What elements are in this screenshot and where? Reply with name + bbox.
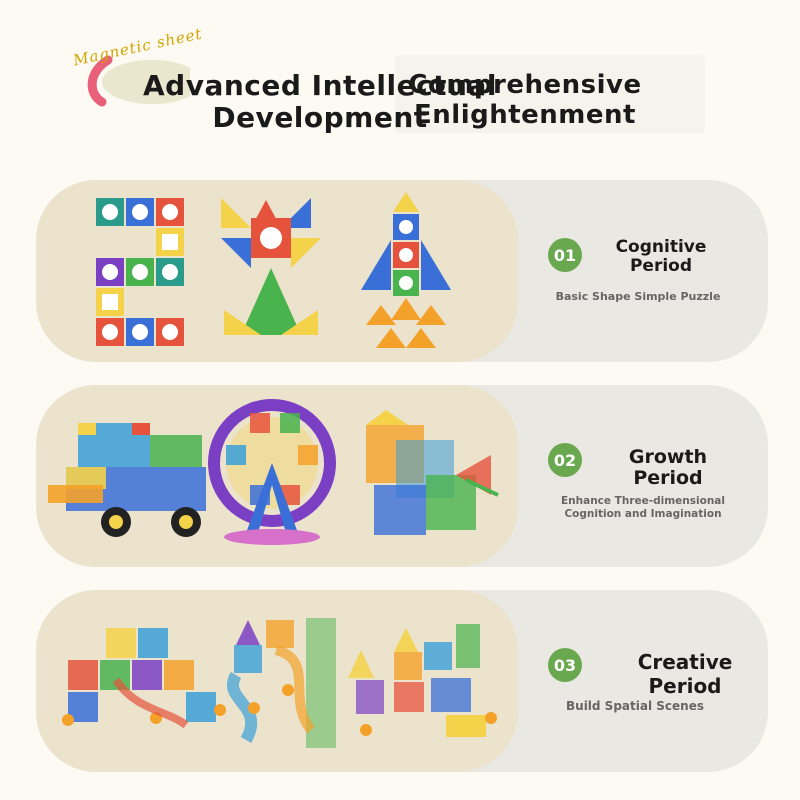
stage-image-panel — [36, 180, 518, 362]
ferris-wheel-build — [208, 399, 336, 545]
stage-info: 01 Cognitive Period Basic Shape Simple P… — [540, 180, 768, 362]
stage-1-illustration — [96, 192, 451, 348]
stage-card-creative: 03 Creative Period Build Spatial Scenes — [36, 590, 768, 772]
stage-info: 03 Creative Period Build Spatial Scenes — [540, 590, 768, 772]
stage-title: Growth Period — [628, 446, 708, 489]
stage-title: Creative Period — [637, 650, 733, 698]
stage-info: 02 Growth Period Enhance Three-dimension… — [540, 385, 768, 567]
stage-description: Enhance Three-dimensional Cognition and … — [561, 495, 725, 520]
stage-card-cognitive: 01 Cognitive Period Basic Shape Simple P… — [36, 180, 768, 362]
page-title-left: Advanced Intellectual Development — [143, 69, 497, 134]
castle-scene-build — [348, 624, 497, 737]
stage-title: Cognitive Period — [615, 237, 707, 276]
stage-number-badge: 03 — [548, 648, 582, 682]
3d-cube-build — [366, 410, 499, 535]
rocket-tiles — [361, 192, 451, 348]
stage-image-panel — [36, 590, 518, 772]
marble-tower-build — [227, 618, 336, 748]
letter-puzzle-tiles — [96, 198, 184, 346]
stage-description: Basic Shape Simple Puzzle — [555, 290, 721, 303]
stage-card-growth: 02 Growth Period Enhance Three-dimension… — [36, 385, 768, 567]
stage-description: Build Spatial Scenes — [566, 699, 704, 713]
stage-number-badge: 01 — [548, 238, 582, 272]
logo-swoosh-icon — [87, 55, 190, 107]
stage-2-illustration — [48, 399, 499, 545]
pinwheel-flower-tiles — [221, 198, 321, 335]
stage-3-illustration — [62, 618, 497, 748]
marble-run-build — [62, 628, 226, 729]
truck-build — [48, 423, 206, 537]
stage-number-badge: 02 — [548, 443, 582, 477]
title-background — [395, 55, 705, 133]
header: Magnetic sheet Advanced Intellectual Dev… — [0, 0, 800, 160]
stage-image-panel — [36, 385, 518, 567]
page-title-right: Comprehensive Enlightenment — [408, 70, 642, 130]
